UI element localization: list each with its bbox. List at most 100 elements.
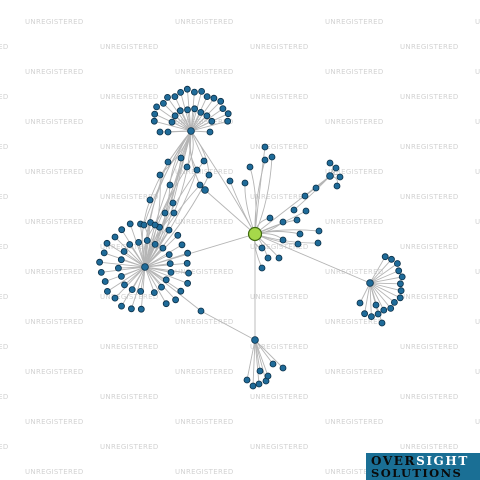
intermediate-node bbox=[302, 207, 310, 215]
leaf-node bbox=[256, 367, 264, 375]
watermark-text: UNREGISTERED bbox=[25, 68, 84, 76]
watermark-text: UNREGISTERED bbox=[100, 93, 159, 101]
graph-edge bbox=[254, 339, 260, 385]
graph-edge bbox=[107, 266, 146, 292]
graph-edge bbox=[144, 266, 167, 281]
graph-edge bbox=[144, 266, 189, 274]
intermediate-node bbox=[241, 179, 249, 187]
intermediate-node bbox=[169, 199, 177, 207]
graph-edge bbox=[254, 146, 266, 235]
watermark-text: UNREGISTERED bbox=[475, 368, 480, 376]
watermark-text: UNREGISTERED bbox=[175, 268, 234, 276]
graph-edge bbox=[149, 130, 192, 201]
watermark-text: UNREGISTERED bbox=[325, 368, 384, 376]
graph-edge bbox=[254, 339, 261, 372]
watermark-text: UNREGISTERED bbox=[0, 343, 9, 351]
graph-edge bbox=[369, 276, 403, 284]
leaf-node bbox=[117, 256, 125, 264]
intermediate-node bbox=[293, 216, 301, 224]
leaf-node bbox=[137, 287, 145, 295]
graph-edge bbox=[167, 97, 192, 132]
leaf-node bbox=[336, 173, 344, 181]
watermark-text: UNREGISTERED bbox=[400, 93, 459, 101]
watermark-text: UNREGISTERED bbox=[100, 343, 159, 351]
leaf-node bbox=[224, 110, 232, 118]
watermark-text: UNREGISTERED bbox=[325, 218, 384, 226]
intermediate-node bbox=[151, 221, 159, 229]
graph-edge bbox=[129, 244, 146, 268]
leaf-node bbox=[104, 287, 111, 295]
watermark-text: UNREGISTERED bbox=[175, 18, 234, 26]
leaf-node bbox=[143, 237, 151, 244]
leaf-node bbox=[96, 258, 103, 266]
graph-edge bbox=[252, 339, 256, 387]
intermediate-node bbox=[205, 171, 213, 179]
watermark-text: UNREGISTERED bbox=[475, 68, 480, 76]
watermark-text: UNREGISTERED bbox=[25, 18, 84, 26]
focal-entity-node[interactable] bbox=[247, 226, 263, 242]
leaf-node bbox=[153, 103, 161, 111]
leaf-node bbox=[103, 239, 111, 247]
graph-edge bbox=[246, 339, 256, 381]
watermark-text: UNREGISTERED bbox=[475, 18, 480, 26]
watermark-text: UNREGISTERED bbox=[400, 243, 459, 251]
leaf-node bbox=[178, 241, 186, 249]
leaf-node bbox=[158, 283, 165, 291]
graph-edge bbox=[114, 236, 146, 268]
watermark-text: UNREGISTERED bbox=[475, 118, 480, 126]
watermark-text: UNREGISTERED bbox=[325, 168, 384, 176]
watermark-text: UNREGISTERED bbox=[325, 468, 384, 476]
graph-edge bbox=[144, 263, 171, 268]
watermark-text: UNREGISTERED bbox=[25, 468, 84, 476]
watermark-text: UNREGISTERED bbox=[325, 318, 384, 326]
watermark-text: UNREGISTERED bbox=[325, 118, 384, 126]
leaf-node bbox=[255, 380, 263, 388]
leaf-node bbox=[162, 300, 170, 308]
leaf-node bbox=[219, 105, 227, 112]
leaf-node bbox=[208, 117, 216, 125]
leaf-node bbox=[184, 279, 192, 287]
graph-edge bbox=[144, 266, 172, 273]
graph-edge bbox=[369, 282, 385, 311]
leaf-node bbox=[100, 249, 108, 257]
leaf-node bbox=[171, 93, 179, 100]
leaf-node bbox=[101, 278, 109, 285]
leaf-node bbox=[164, 128, 172, 136]
watermark-text: UNREGISTERED bbox=[250, 43, 309, 51]
leaf-node bbox=[184, 249, 192, 257]
logo-line-2: SOLUTIONS bbox=[371, 466, 463, 480]
watermark-text: UNREGISTERED bbox=[175, 318, 234, 326]
leaf-node bbox=[198, 88, 206, 95]
graph-edge bbox=[204, 189, 256, 235]
graph-edge bbox=[369, 282, 402, 292]
leaf-node bbox=[312, 184, 320, 192]
intermediate-node bbox=[140, 221, 148, 229]
intermediate-node bbox=[279, 236, 287, 244]
leaf-node bbox=[301, 192, 309, 200]
leaf-node bbox=[162, 276, 170, 284]
intermediate-node bbox=[258, 264, 266, 272]
hub-node-bottom bbox=[251, 336, 259, 344]
leaf-node bbox=[396, 294, 404, 302]
watermark-text: UNREGISTERED bbox=[25, 318, 84, 326]
leaf-node bbox=[156, 128, 164, 136]
intermediate-node bbox=[268, 153, 276, 161]
leaf-node bbox=[395, 267, 403, 275]
intermediate-node bbox=[161, 209, 169, 217]
graph-edge bbox=[144, 266, 176, 301]
watermark-text: UNREGISTERED bbox=[250, 293, 309, 301]
leaf-node bbox=[372, 301, 380, 309]
hub-node-top bbox=[187, 127, 195, 135]
graph-edge bbox=[369, 282, 395, 303]
watermark-text: UNREGISTERED bbox=[25, 268, 84, 276]
watermark-text: UNREGISTERED bbox=[250, 443, 309, 451]
leaf-node bbox=[374, 310, 382, 318]
graph-edge bbox=[293, 175, 331, 211]
intermediate-node bbox=[170, 209, 178, 217]
leaf-node bbox=[111, 233, 119, 241]
watermark-text: UNREGISTERED bbox=[400, 193, 459, 201]
leaf-node bbox=[388, 255, 395, 263]
graph-edge bbox=[369, 259, 392, 284]
graph-edge bbox=[369, 282, 372, 317]
graph-edge bbox=[114, 266, 146, 299]
